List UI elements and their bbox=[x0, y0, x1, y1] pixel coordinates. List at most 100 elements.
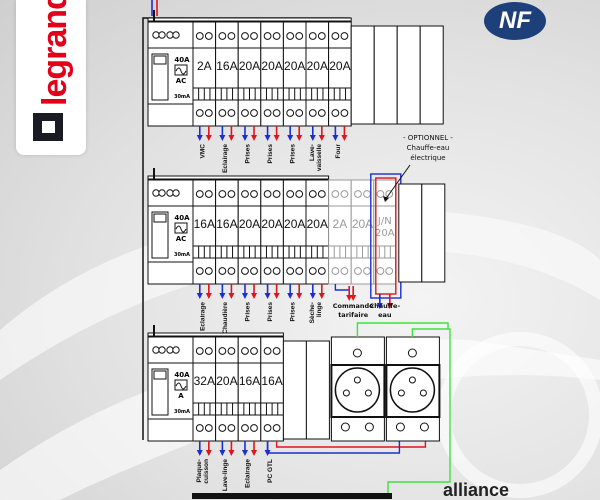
phase-output-wire bbox=[251, 284, 258, 299]
breaker-rating: 20A bbox=[329, 59, 350, 73]
arrow-head-icon bbox=[228, 293, 235, 299]
socket-hole-icon bbox=[397, 389, 405, 397]
busbar bbox=[147, 175, 330, 180]
terminal-icon bbox=[204, 267, 213, 275]
arrow-head-icon bbox=[287, 293, 294, 299]
breaker-rating: 16A bbox=[239, 374, 260, 388]
breaker: 16A bbox=[215, 21, 239, 127]
terminal-icon bbox=[308, 32, 317, 40]
contactor-phase-wire bbox=[375, 177, 397, 295]
phase-output-wire bbox=[273, 126, 280, 141]
phase-output-wire bbox=[205, 441, 212, 456]
test-button-icon bbox=[153, 370, 167, 380]
phase-output-wire bbox=[228, 284, 235, 299]
breaker: 20A bbox=[260, 21, 284, 127]
breaker-rating: 16A bbox=[216, 59, 237, 73]
arrow-head-icon bbox=[205, 293, 212, 299]
neutral-output-wire bbox=[264, 126, 271, 141]
terminal-icon bbox=[308, 190, 317, 198]
busbar bbox=[147, 17, 352, 22]
blank-module bbox=[419, 25, 444, 125]
test-lever bbox=[151, 53, 169, 101]
arrow-head-icon bbox=[318, 293, 325, 299]
diff-rating: 40A bbox=[174, 371, 190, 379]
terminal-icon bbox=[152, 346, 160, 354]
breaker-rating: 20A bbox=[307, 217, 328, 231]
socket-hole-icon bbox=[364, 389, 372, 397]
terminal-icon bbox=[166, 189, 174, 197]
diff-sensitivity: 30mA bbox=[174, 409, 190, 415]
phase-output-wire bbox=[205, 284, 212, 299]
breaker: 2A bbox=[192, 21, 217, 127]
terminal-icon bbox=[250, 347, 258, 355]
water-heater-phase-wire bbox=[386, 294, 393, 309]
terminal-icon bbox=[376, 267, 385, 275]
breaker: 20A bbox=[305, 179, 330, 285]
breaker-rating: 20A bbox=[261, 59, 282, 73]
blank-module bbox=[305, 340, 330, 440]
circuit-label: PC GTL bbox=[267, 459, 274, 483]
terminal-icon bbox=[308, 109, 317, 117]
circuit-label: Eclairage bbox=[222, 144, 229, 173]
breaker-rating: 16A bbox=[216, 217, 237, 231]
breaker: 20A bbox=[237, 179, 262, 285]
neutral-output-wire bbox=[219, 441, 226, 456]
nf-certification-logo: NF bbox=[484, 2, 546, 40]
terminal-icon bbox=[286, 267, 295, 275]
optional-annotation: - OPTIONNEL - bbox=[403, 134, 453, 142]
breaker: 16A bbox=[260, 336, 284, 442]
phase-output-wire bbox=[228, 126, 235, 141]
arrow-head-icon bbox=[376, 303, 383, 309]
terminal-icon bbox=[218, 109, 227, 117]
circuit-label: Prises bbox=[245, 144, 252, 164]
test-lever bbox=[151, 211, 169, 259]
neutral-output-wire bbox=[241, 284, 248, 299]
socket-hole-icon bbox=[419, 389, 427, 397]
terminal-icon bbox=[354, 267, 362, 275]
terminal-icon bbox=[419, 422, 429, 432]
circuit-label: Sèche-|linge bbox=[309, 301, 323, 323]
phase-output-wire bbox=[341, 126, 348, 141]
terminal-icon bbox=[227, 347, 236, 355]
breaker-rating: 32A bbox=[194, 374, 215, 388]
blank-module bbox=[350, 25, 375, 125]
terminal-icon bbox=[272, 32, 281, 40]
terminal-icon bbox=[331, 267, 340, 275]
terminal-icon bbox=[172, 346, 180, 354]
terminal-icon bbox=[263, 32, 272, 40]
arrow-head-icon bbox=[309, 135, 316, 141]
arrow-head-icon bbox=[241, 135, 248, 141]
terminal-icon bbox=[354, 190, 362, 198]
tarif-control-wire bbox=[346, 286, 353, 301]
neutral-output-wire bbox=[309, 126, 316, 141]
terminal-icon bbox=[152, 189, 160, 197]
arrow-head-icon bbox=[228, 450, 235, 456]
test-lever bbox=[151, 368, 169, 416]
breaker: 16A bbox=[192, 179, 217, 285]
breaker-rating: 20A bbox=[216, 374, 237, 388]
contactor-rating: 20A bbox=[375, 228, 395, 239]
circuit-label: Four bbox=[335, 144, 342, 159]
arrow-head-icon bbox=[228, 135, 235, 141]
breaker-rating: 20A bbox=[284, 59, 305, 73]
earth-terminal-icon bbox=[352, 348, 362, 358]
power-socket-module bbox=[385, 336, 441, 442]
earth-wire bbox=[356, 322, 449, 337]
arrow-head-icon bbox=[205, 135, 212, 141]
arrow-head-icon bbox=[251, 135, 258, 141]
terminal-icon bbox=[286, 32, 295, 40]
terminal-icon bbox=[272, 424, 281, 432]
arrow-head-icon bbox=[219, 135, 226, 141]
arrow-head-icon bbox=[309, 293, 316, 299]
terminal-icon bbox=[227, 267, 236, 275]
neutral-output-wire bbox=[196, 126, 203, 141]
terminal-icon bbox=[340, 109, 349, 117]
test-button-icon bbox=[153, 213, 167, 223]
arrow-head-icon bbox=[241, 293, 248, 299]
arrow-head-icon bbox=[196, 135, 203, 141]
annotation-pointer bbox=[384, 164, 411, 201]
terminal-icon bbox=[241, 347, 249, 355]
circuit-label: Prises bbox=[290, 144, 297, 164]
